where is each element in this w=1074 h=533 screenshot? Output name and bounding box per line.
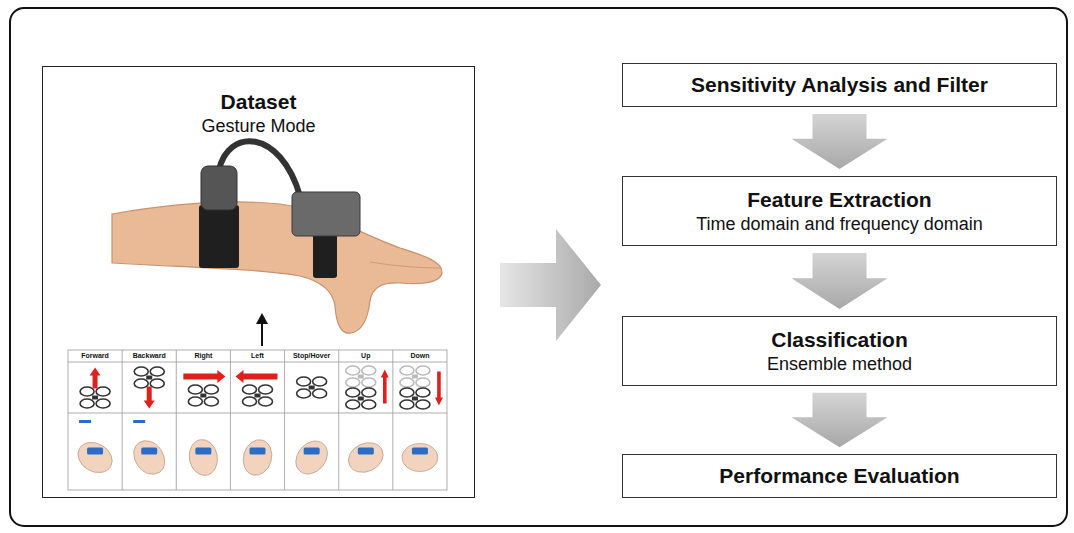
gesture-cell [183,370,225,478]
drone-icon [80,387,110,408]
direction-arrow [236,370,278,383]
gesture-sketch [72,420,117,479]
wrist-band [199,205,239,268]
flow-arrow [792,253,888,309]
table-header: Up [339,350,393,362]
table-rule [230,350,231,490]
drone-icon [297,377,327,398]
drone-icon [346,366,376,387]
wrist-sensor [201,166,237,210]
table-header: Backward [122,350,176,362]
gesture-table [68,350,447,490]
drone-icon [134,367,164,388]
table-rule [284,350,285,490]
process-box: ClassificationEnsemble method [622,316,1057,386]
gesture-cell [236,370,278,479]
flow-arrow [500,229,601,341]
direction-arrow [144,387,155,409]
direction-arrow [183,370,225,383]
gesture-cell [72,368,117,479]
box-subtitle: Ensemble method [767,353,912,376]
process-box: Sensitivity Analysis and Filter [622,63,1057,107]
direction-arrow [381,370,389,404]
gesture-cell [127,367,171,480]
box-title: Classification [771,327,908,353]
direction-arrow [90,368,101,389]
drone-icon [400,388,430,409]
box-subtitle: Gesture Mode [201,115,315,138]
gesture-cell [400,366,443,472]
up-arrow [256,313,268,346]
hand-illustration [112,141,442,333]
process-box: Feature ExtractionTime domain and freque… [622,176,1057,246]
gesture-cell [289,377,334,480]
gesture-sketch [402,420,438,472]
gesture-sketch [344,420,388,478]
drone-icon [188,385,218,406]
box-subtitle: Time domain and frequency domain [696,213,983,236]
table-rule [68,362,447,363]
box-title: Feature Extraction [747,187,931,213]
table-header: Forward [68,350,122,362]
gesture-sketch [186,420,220,478]
table-header: Right [176,350,230,362]
table-rule [392,350,393,490]
table-header: Stop/Hover [285,350,339,362]
box-title: Dataset [221,89,297,115]
table-rule [68,413,447,414]
gesture-cell [344,366,389,478]
table-rule [122,350,123,490]
panel-ground [42,66,475,498]
drone-icon [346,388,376,409]
flow-arrow [792,393,888,447]
table-header: Down [393,350,447,362]
process-box: Performance Evaluation [622,454,1057,498]
gesture-sketch [127,420,171,480]
table-header: Left [230,350,284,362]
dataset-panel: DatasetGesture Mode [42,66,475,498]
outer-frame [10,8,1067,526]
box-title: Performance Evaluation [719,463,959,489]
flow-arrow [792,114,888,169]
drone-icon [400,366,430,387]
hand [112,202,442,333]
gesture-sketch [289,420,334,480]
table-frame [68,350,447,490]
table-rule [338,350,339,490]
drone-icon [243,385,273,406]
box-title: Sensitivity Analysis and Filter [691,72,988,98]
direction-arrow [435,372,443,406]
table-rule [176,350,177,490]
hand-sensor [292,192,360,236]
finger-line [370,262,440,268]
gesture-sketch [239,420,275,479]
